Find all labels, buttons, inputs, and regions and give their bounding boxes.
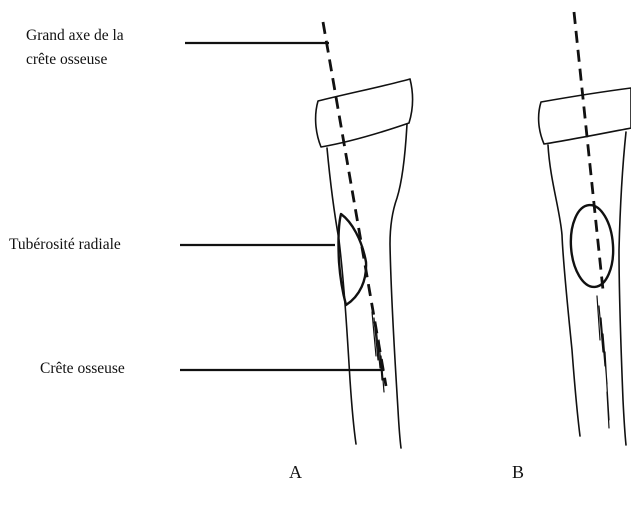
shaft-left-edge-b: [548, 145, 580, 436]
label-crete-osseuse: Crête osseuse: [40, 360, 125, 377]
bony-crest-b: [597, 296, 609, 428]
label-tuberosite-radiale: Tubérosité radiale: [9, 236, 121, 253]
shaft-right-edge-b: [619, 132, 626, 445]
crest-axis-a: [323, 22, 386, 386]
radial-head-a: [316, 79, 413, 147]
radial-tuberosity-b: [568, 204, 616, 289]
radial-tuberosity-a: [338, 214, 366, 305]
bony-crest-a: [372, 312, 384, 392]
label-grand-axe-line1: Grand axe de la: [26, 27, 124, 44]
label-grand-axe-line2: crête osseuse: [26, 51, 107, 68]
crest-axis-b: [574, 12, 603, 290]
shaft-right-edge-a: [390, 124, 407, 448]
panel-label-a: A: [289, 462, 302, 482]
bone-b: [539, 12, 631, 445]
bone-a: [316, 22, 413, 448]
panel-label-b: B: [512, 462, 524, 482]
